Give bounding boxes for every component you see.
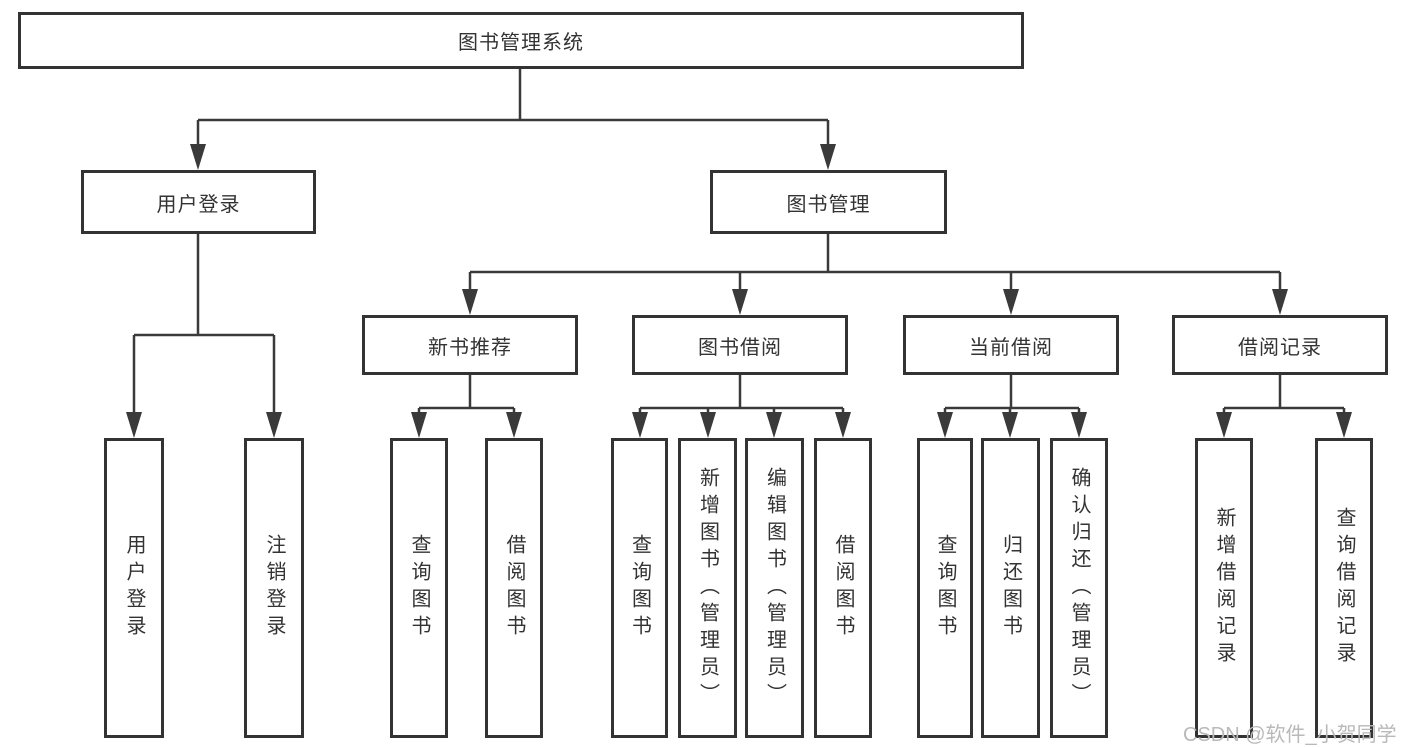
leaf-borrow-edit-books-admin: 编辑图书（管理员） [745, 438, 804, 738]
leaf-borrow-query-books-label: 查询图书 [628, 534, 651, 642]
leaf-recommend-borrow-books: 借阅图书 [485, 438, 543, 738]
arrow-leaf-e2 [1336, 412, 1352, 438]
arrow-leaf-a2 [266, 412, 282, 438]
leaf-borrow-add-books-admin: 新增图书（管理员） [678, 438, 737, 738]
node-borrow-records: 借阅记录 [1172, 315, 1388, 375]
arrow-leaf-e1 [1216, 412, 1232, 438]
leaf-records-add-record: 新增借阅记录 [1195, 438, 1253, 738]
arrow-leaf-d1 [937, 412, 953, 438]
leaf-logout: 注销登录 [244, 438, 304, 738]
leaf-current-query-books-label: 查询图书 [934, 534, 956, 642]
arrow-to-user-login [190, 144, 206, 170]
leaf-current-query-books: 查询图书 [917, 438, 973, 738]
arrow-leaf-c3 [766, 412, 782, 438]
edge-recommend-to-leaves [417, 375, 516, 434]
arrow-to-current [1003, 289, 1019, 315]
leaf-recommend-query-books-label: 查询图书 [408, 534, 430, 642]
leaf-borrow-edit-books-admin-label: 编辑图书（管理员） [763, 466, 786, 710]
arrow-leaf-d2 [1002, 412, 1018, 438]
arrow-leaf-b1 [411, 412, 427, 438]
leaf-user-login: 用户登录 [104, 438, 164, 738]
edge-bookmgmt-to-level3 [468, 234, 1282, 311]
leaf-borrow-add-books-admin-label: 新增图书（管理员） [696, 466, 719, 710]
arrow-leaf-a1 [126, 412, 142, 438]
node-root-system: 图书管理系统 [18, 12, 1024, 69]
arrow-leaf-c1 [632, 412, 648, 438]
edge-borrow-to-leaves [638, 375, 845, 434]
arrow-leaf-c2 [700, 412, 716, 438]
edge-userlogin-to-leaves [132, 234, 276, 434]
node-user-login-label: 用户登录 [156, 193, 241, 216]
leaf-current-return-books-label: 归还图书 [999, 534, 1022, 642]
leaf-current-confirm-return-admin-label: 确认归还（管理员） [1068, 466, 1090, 710]
leaf-user-login-label: 用户登录 [123, 534, 145, 642]
csdn-watermark: CSDN @软件_小贺同学 [1183, 724, 1397, 746]
leaf-records-query-record-label: 查询借阅记录 [1333, 507, 1355, 669]
arrow-to-recommend [462, 289, 478, 315]
node-new-book-recommend: 新书推荐 [362, 315, 578, 375]
node-book-borrow: 图书借阅 [632, 315, 848, 375]
arrow-to-book-mgmt [820, 144, 836, 170]
arrow-leaf-d3 [1071, 412, 1087, 438]
node-current-borrow: 当前借阅 [903, 315, 1119, 375]
leaf-borrow-borrow-books-label: 借阅图书 [832, 534, 854, 642]
leaf-recommend-query-books: 查询图书 [390, 438, 448, 738]
node-book-borrow-label: 图书借阅 [698, 336, 782, 359]
leaf-current-return-books: 归还图书 [981, 438, 1040, 738]
edge-current-to-leaves [943, 375, 1081, 434]
node-new-book-recommend-label: 新书推荐 [428, 336, 512, 359]
leaf-current-confirm-return-admin: 确认归还（管理员） [1050, 438, 1108, 738]
arrow-leaf-b2 [506, 412, 522, 438]
leaf-recommend-borrow-books-label: 借阅图书 [503, 534, 525, 642]
leaf-borrow-borrow-books: 借阅图书 [814, 438, 872, 738]
edge-root-to-level2 [196, 68, 830, 166]
node-current-borrow-label: 当前借阅 [969, 336, 1053, 359]
node-book-management-label: 图书管理 [786, 193, 871, 216]
leaf-logout-label: 注销登录 [263, 534, 285, 642]
node-borrow-records-label: 借阅记录 [1238, 336, 1322, 359]
node-book-management: 图书管理 [710, 170, 947, 234]
leaf-records-query-record: 查询借阅记录 [1315, 438, 1373, 738]
arrow-to-records [1272, 289, 1288, 315]
arrow-leaf-c4 [835, 412, 851, 438]
leaf-records-add-record-label: 新增借阅记录 [1213, 507, 1235, 669]
edge-records-to-leaves [1222, 375, 1346, 434]
arrow-to-borrow [732, 289, 748, 315]
node-user-login: 用户登录 [81, 170, 316, 234]
leaf-borrow-query-books: 查询图书 [611, 438, 668, 738]
node-root-label: 图书管理系统 [458, 32, 584, 54]
